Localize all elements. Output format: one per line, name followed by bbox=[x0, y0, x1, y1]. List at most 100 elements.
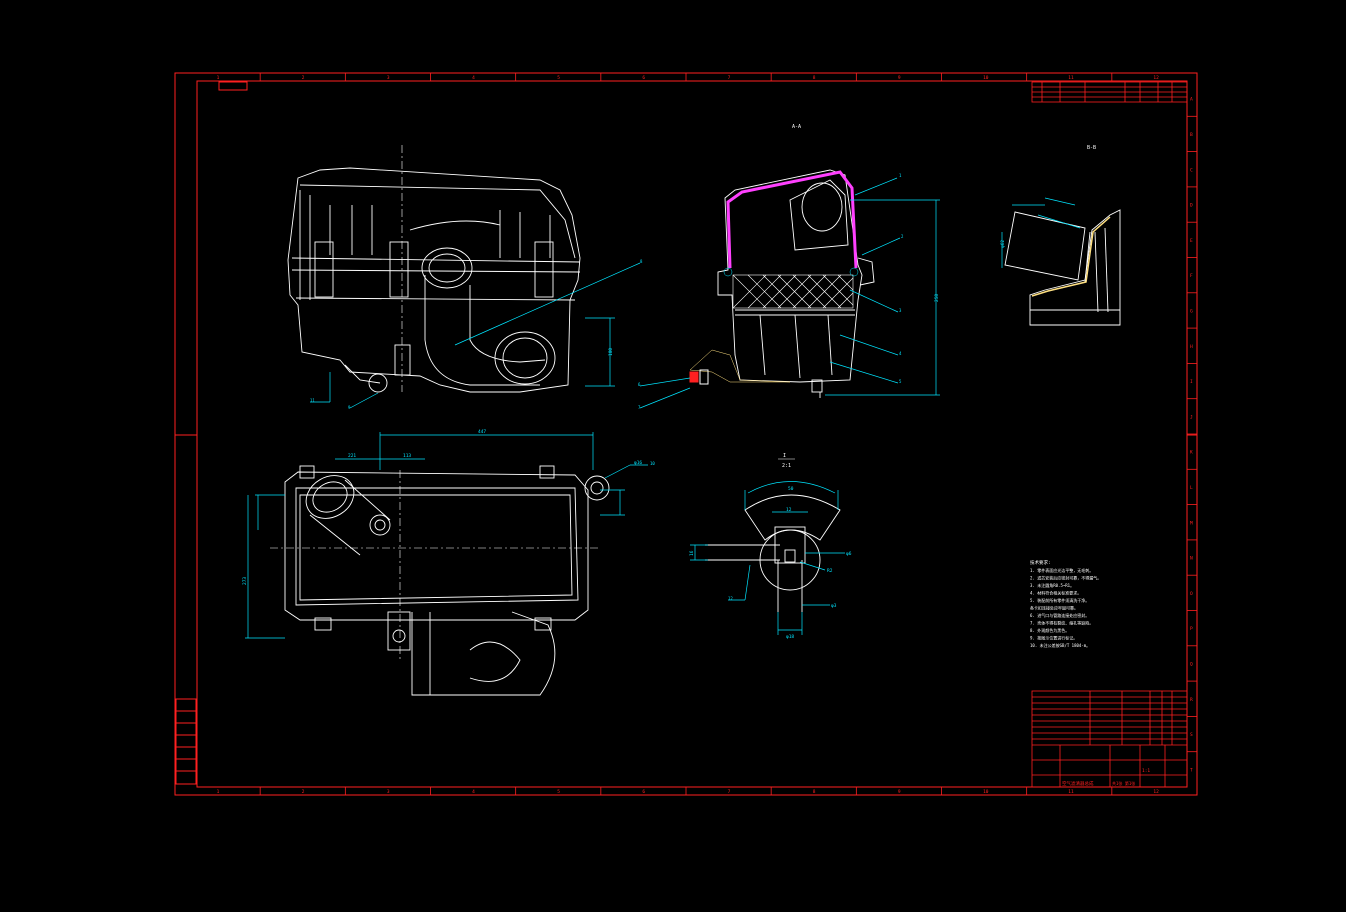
zone-letter-right: T bbox=[1190, 767, 1193, 773]
zone-letter-right: A bbox=[1190, 97, 1193, 103]
balloon-number: 2 bbox=[901, 234, 904, 239]
zone-number-bottom: 11 bbox=[1068, 789, 1074, 795]
zone-number-bottom: 1 bbox=[217, 789, 220, 795]
plan-view-centerlines bbox=[270, 470, 600, 660]
detail-right-dim-2: R2 bbox=[827, 568, 833, 574]
zone-letter-right: I bbox=[1190, 379, 1193, 385]
note-item: 2. 滤芯安装后应密封可靠，不得漏气。 bbox=[1030, 575, 1101, 581]
zone-number-top: 12 bbox=[1153, 75, 1159, 81]
note-item: 9. 按图示位置进行标记。 bbox=[1030, 635, 1077, 641]
detail-dims bbox=[690, 481, 845, 635]
balloon-number: 10 bbox=[650, 461, 655, 466]
balloon-number: 8 bbox=[640, 259, 643, 264]
zone-number-top: 3 bbox=[387, 75, 390, 81]
detail-view bbox=[705, 494, 841, 612]
zone-letter-right: C bbox=[1190, 167, 1193, 173]
balloon-number: 12 bbox=[728, 596, 733, 601]
section-b-dim: φ62 bbox=[1000, 240, 1006, 248]
zone-number-bottom: 5 bbox=[557, 789, 560, 795]
zone-letter-right: S bbox=[1190, 732, 1193, 738]
zone-letter-right: B bbox=[1190, 132, 1193, 138]
plan-view-dims bbox=[245, 432, 648, 639]
zone-letter-right: O bbox=[1190, 591, 1193, 597]
zone-number-bottom: 12 bbox=[1153, 789, 1159, 795]
note-item: 3. 未注圆角R0.5~R1。 bbox=[1030, 582, 1074, 588]
balloon-number: 7 bbox=[638, 405, 641, 410]
plan-width-dim: 273 bbox=[242, 577, 248, 585]
title-block bbox=[1031, 690, 1188, 788]
zone-number-top: 6 bbox=[642, 75, 645, 81]
note-item: 1. 零件表面应光洁平整，无毛刺。 bbox=[1030, 567, 1093, 573]
note-item: 4. 材料符合相关标准要求。 bbox=[1030, 590, 1081, 596]
zone-number-bottom: 6 bbox=[642, 789, 645, 795]
notes-heading: 技术要求: bbox=[1030, 559, 1051, 566]
front-view bbox=[287, 167, 581, 393]
zone-number-bottom: 9 bbox=[898, 789, 901, 795]
balloon-number: 4 bbox=[899, 351, 902, 356]
note-item: 10. 未注公差按GB/T 1804-m。 bbox=[1030, 642, 1090, 648]
zone-number-top: 9 bbox=[898, 75, 901, 81]
balloon-number: 11 bbox=[310, 398, 315, 403]
zone-letter-right: Q bbox=[1190, 661, 1193, 667]
section-height-dim: 258 bbox=[934, 294, 940, 302]
balloon-number: 1 bbox=[899, 173, 902, 178]
zone-number-top: 10 bbox=[983, 75, 989, 81]
zone-letter-right: H bbox=[1190, 344, 1193, 350]
front-height-dim: 180 bbox=[608, 348, 614, 356]
balloon-number: 5 bbox=[899, 379, 902, 384]
detail-label: I bbox=[783, 453, 786, 459]
note-item: 5. 装配前所有零件须清洗干净。 bbox=[1030, 597, 1089, 603]
drawing-scale: 1:1 bbox=[1142, 768, 1150, 774]
zone-number-bottom: 7 bbox=[728, 789, 731, 795]
section-b-wall bbox=[1031, 216, 1111, 297]
zone-letter-right: F bbox=[1190, 273, 1193, 279]
note-item: 7. 壳体不得有裂纹、缩孔等缺陷。 bbox=[1030, 620, 1093, 626]
notes-list: 1. 零件表面应光洁平整，无毛刺。 2. 滤芯安装后应密封可靠，不得漏气。3. 未… bbox=[1030, 567, 1101, 648]
title-block-text: 空气滤清器总成 1:1 共1张 第1张 bbox=[1062, 768, 1150, 787]
zone-letter-right: D bbox=[1190, 203, 1193, 209]
plan-length-dim: 447 bbox=[478, 429, 486, 435]
note-item: 各卡扣连接处应牢固可靠。 bbox=[1030, 605, 1078, 611]
detail-bottom-dim: φ18 bbox=[786, 634, 794, 640]
zone-number-top: 4 bbox=[472, 75, 475, 81]
zone-number-bottom: 3 bbox=[387, 789, 390, 795]
seal-highlight bbox=[726, 170, 858, 269]
plan-view bbox=[284, 465, 610, 696]
revision-block bbox=[1031, 81, 1188, 103]
drain-valve bbox=[689, 369, 709, 385]
zone-number-top: 2 bbox=[302, 75, 305, 81]
zone-number-top: 1 bbox=[217, 75, 220, 81]
note-item: 8. 外观颜色为黑色。 bbox=[1030, 627, 1069, 633]
zone-number-bottom: 2 bbox=[302, 789, 305, 795]
zone-letter-right: N bbox=[1190, 556, 1193, 562]
section-b-view bbox=[1004, 209, 1121, 326]
technical-notes: 技术要求: 1. 零件表面应光洁平整，无毛刺。 2. 滤芯安装后应密封可靠，不得漏… bbox=[1030, 559, 1101, 648]
zone-letter-right: J bbox=[1190, 414, 1193, 420]
detail-scale: 2:1 bbox=[782, 463, 791, 469]
zone-number-bottom: 10 bbox=[983, 789, 989, 795]
zone-letter-right: R bbox=[1190, 697, 1193, 703]
drawing-frame bbox=[174, 72, 1198, 796]
detail-side-dim: 16 bbox=[689, 550, 695, 556]
section-b-label: B-B bbox=[1087, 145, 1096, 151]
zone-number-top: 7 bbox=[728, 75, 731, 81]
zone-number-top: 5 bbox=[557, 75, 560, 81]
filter-gasket bbox=[689, 267, 859, 383]
plan-boss-dim: φ16 bbox=[634, 460, 642, 466]
zone-letter-right: G bbox=[1190, 308, 1193, 314]
zone-letter-right: K bbox=[1190, 450, 1193, 456]
plan-offset-2-dim: 113 bbox=[403, 453, 411, 459]
front-view-dims bbox=[310, 262, 641, 409]
detail-top-dim: 50 bbox=[788, 486, 794, 492]
section-a-view bbox=[717, 169, 875, 398]
detail-mid-dim: 12 bbox=[786, 507, 792, 513]
zone-letter-right: L bbox=[1190, 485, 1193, 491]
note-item: 6. 进气口与管路连接处应密封。 bbox=[1030, 612, 1089, 618]
zone-letter-right: P bbox=[1190, 626, 1193, 632]
zone-number-bottom: 8 bbox=[813, 789, 816, 795]
section-a-label: A-A bbox=[792, 124, 801, 130]
